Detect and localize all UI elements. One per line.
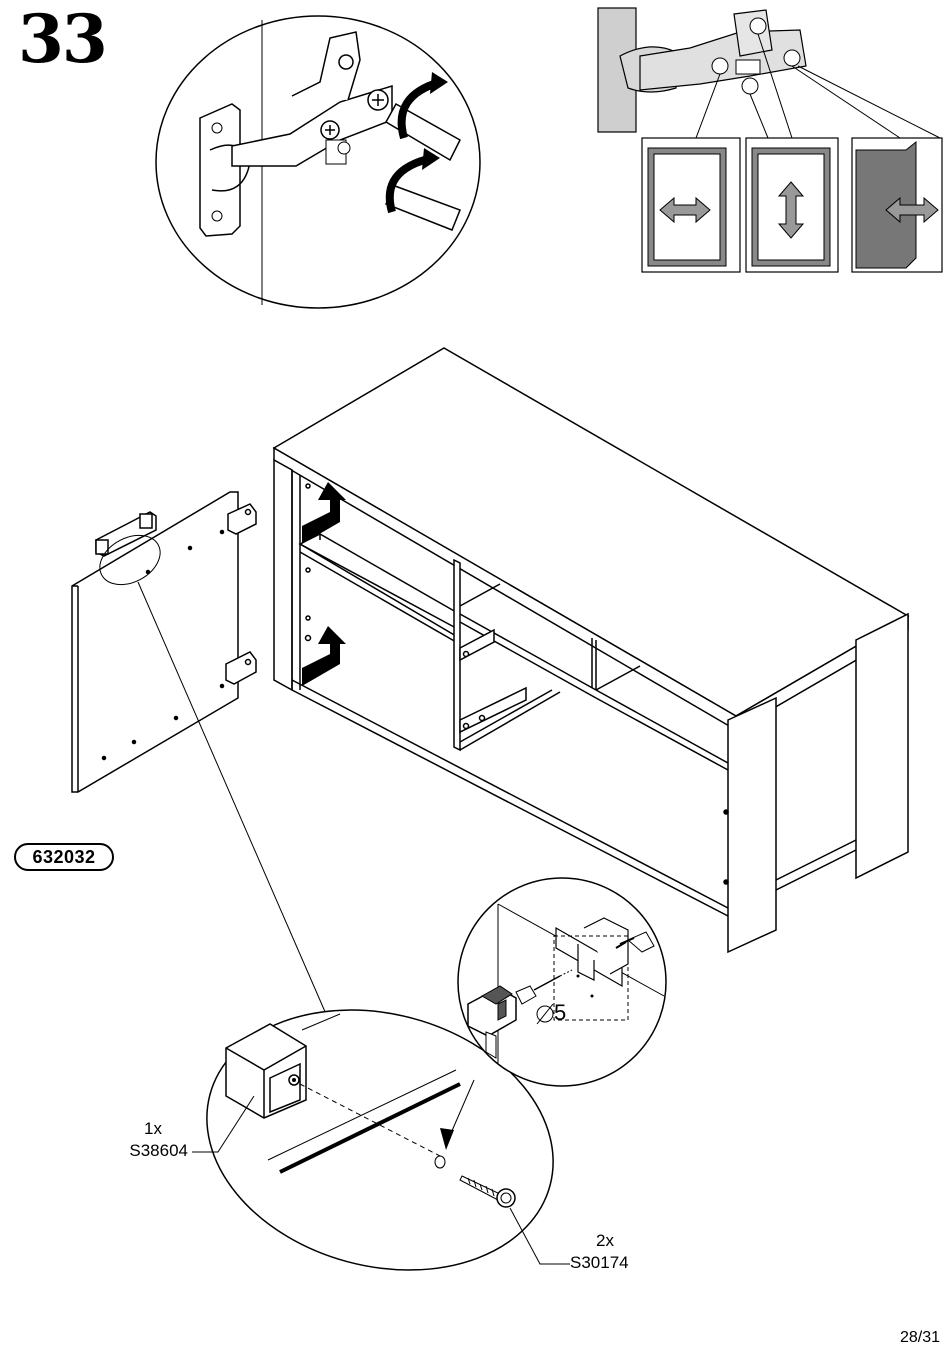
cabinet <box>274 348 908 952</box>
vertical-adjustment-box <box>746 138 838 272</box>
side-adjustment-box <box>642 138 740 272</box>
part-code: S30174 <box>570 1252 642 1274</box>
drilling-detail <box>458 878 666 1086</box>
hinge-screw-detail <box>156 16 480 308</box>
part-label-handle: 1x S38604 <box>110 1118 188 1162</box>
door-part-number: 632032 <box>14 843 114 871</box>
part-label-screw: 2x S30174 <box>570 1230 642 1274</box>
part-quantity: 1x <box>110 1118 188 1140</box>
part-code: S38604 <box>110 1140 188 1162</box>
part-quantity: 2x <box>570 1230 642 1252</box>
depth-adjustment-box <box>852 138 942 272</box>
drill-diameter-label: 5 <box>554 1000 566 1026</box>
hinge-adjustment-diagram <box>598 8 942 272</box>
page-number: 28/31 <box>900 1329 940 1347</box>
